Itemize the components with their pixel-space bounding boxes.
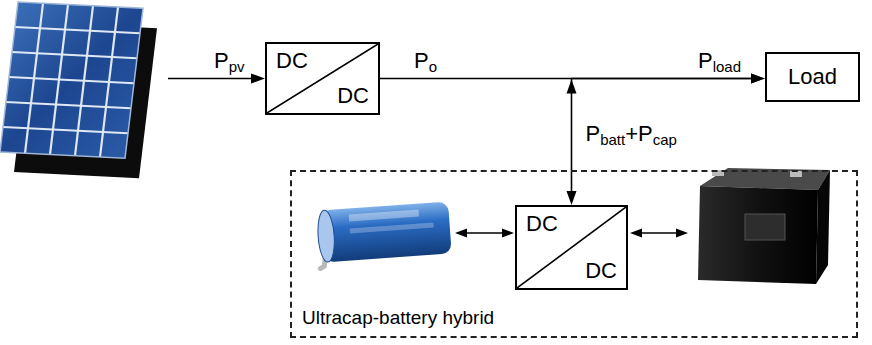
- arrow-head: [751, 74, 765, 84]
- pv-wire: [168, 74, 265, 84]
- power-connector: [567, 74, 766, 206]
- region-label: Ultracap-battery hybrid: [302, 308, 494, 329]
- converter-label: DC: [337, 84, 369, 108]
- power-label: Po: [414, 48, 437, 73]
- arrow-head: [567, 191, 577, 205]
- box-label: Load: [788, 65, 837, 89]
- converter-box: DC DC: [515, 205, 628, 290]
- battery-picture: [698, 168, 830, 284]
- converter-box: DC DC: [265, 42, 380, 115]
- load-box: Load: [765, 52, 860, 102]
- edge-label: Pbatt+Pcap: [586, 121, 677, 146]
- ultracap-picture: [316, 202, 452, 269]
- power-label: Ppv: [214, 48, 245, 73]
- converter-label: DC: [526, 212, 558, 236]
- converter-label: DC: [585, 259, 617, 283]
- power-label: Pload: [698, 48, 741, 73]
- solar-panel: [0, 2, 157, 178]
- hybrid-region: Ultracap-battery hybrid DC DC: [290, 170, 858, 338]
- converter-label: DC: [276, 49, 308, 73]
- junction-arrow-head: [567, 80, 577, 94]
- arrow-head: [751, 74, 765, 84]
